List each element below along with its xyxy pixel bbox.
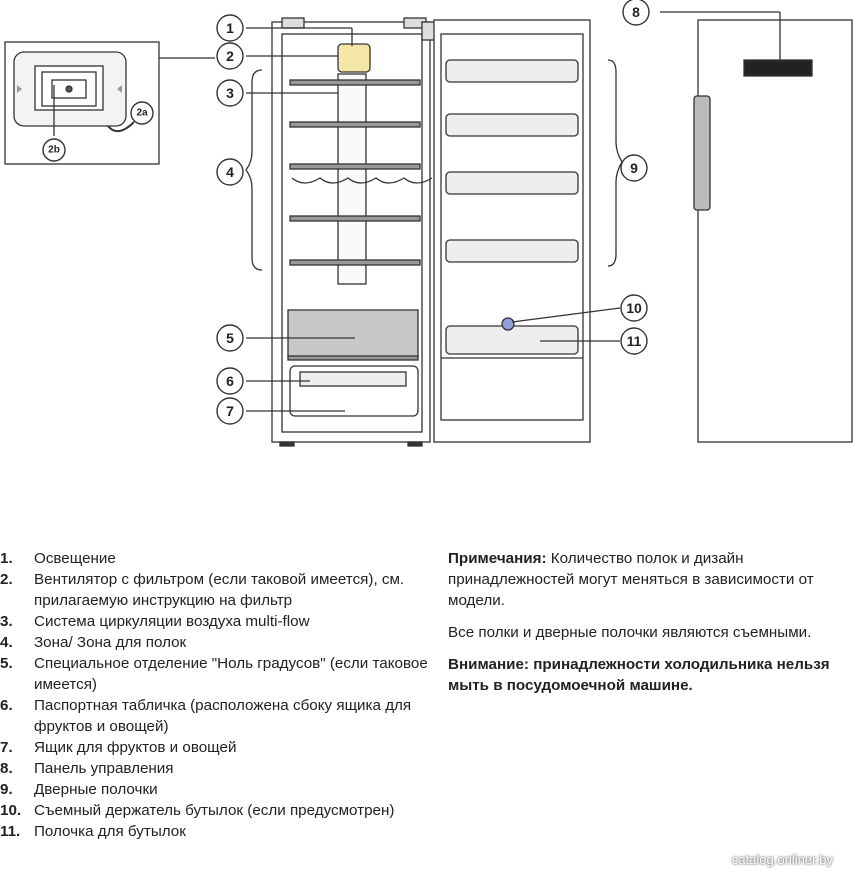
fridge-body bbox=[271, 17, 441, 447]
callout-8: 8 bbox=[632, 4, 640, 20]
removable-note: Все полки и дверные полочки являются съе… bbox=[448, 624, 812, 641]
notes-text: Количество полок и дизайн принадлежносте… bbox=[448, 550, 814, 609]
legend-item: 1.Освещение bbox=[0, 550, 116, 567]
legend-item: 2.Вентилятор с фильтром (если таковой им… bbox=[0, 571, 405, 609]
legend-item: 5.Специальное отделение "Ноль градусов" … bbox=[0, 655, 428, 693]
legend-item: 6.Паспортная табличка (расположена сбоку… bbox=[0, 697, 412, 735]
refrigerator-diagram: 1 2 2a 2b 3 4 5 6 7 8 9 10 11 bbox=[4, 0, 853, 447]
legend-item: 11.Полочка для бутылок bbox=[0, 823, 186, 840]
dishwasher-warning: Внимание: принадлежности холодильника не… bbox=[448, 656, 830, 694]
callout-9: 9 bbox=[630, 160, 638, 176]
callout-2: 2 bbox=[226, 48, 234, 64]
legend-item: 7.Ящик для фруктов и овощей bbox=[0, 739, 237, 756]
watermark: catalog.onliner.by bbox=[731, 852, 833, 867]
fridge-door-interior bbox=[433, 19, 591, 443]
notes-paragraph: Примечания: Количество полок и дизайн пр… bbox=[448, 548, 855, 611]
callout-7: 7 bbox=[226, 403, 234, 419]
callout-11: 11 bbox=[627, 333, 642, 349]
legend-item: 9.Дверные полочки bbox=[0, 781, 158, 798]
callout-2a: 2a bbox=[136, 108, 148, 119]
legend-item: 3.Система циркуляции воздуха multi-flow bbox=[0, 613, 310, 630]
notes-label: Примечания: bbox=[448, 550, 547, 567]
legend-item: 4.Зона/ Зона для полок bbox=[0, 634, 187, 651]
callout-3: 3 bbox=[226, 85, 234, 101]
callout-2b: 2b bbox=[48, 145, 60, 156]
callout-5: 5 bbox=[226, 330, 234, 346]
legend-item: 8.Панель управления bbox=[0, 760, 174, 777]
callout-1: 1 bbox=[226, 20, 234, 36]
parts-legend: 1.Освещение 2.Вентилятор с фильтром (есл… bbox=[0, 548, 430, 842]
callout-4: 4 bbox=[226, 164, 234, 180]
legend-item: 10.Съемный держатель бутылок (если преду… bbox=[0, 802, 395, 819]
callout-6: 6 bbox=[226, 373, 234, 389]
callout-10: 10 bbox=[626, 300, 642, 316]
fan-filter-inset bbox=[4, 41, 215, 165]
notes-section: Примечания: Количество полок и дизайн пр… bbox=[448, 548, 855, 707]
fridge-exterior bbox=[660, 11, 853, 443]
